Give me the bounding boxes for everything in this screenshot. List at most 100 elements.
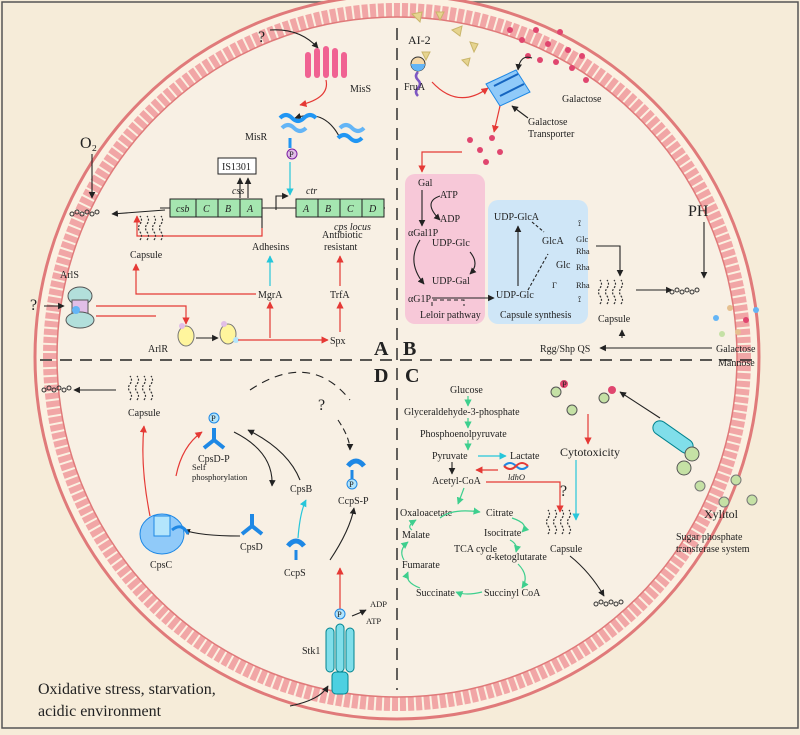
gene-csb: csb bbox=[176, 204, 189, 215]
adp-label: ADP bbox=[440, 214, 460, 225]
gene-ctr-a: A bbox=[302, 204, 310, 215]
cpsdp-label: CpsD-P bbox=[198, 454, 230, 465]
cpsc-transporter-icon bbox=[139, 513, 190, 555]
glc-label: Glc bbox=[576, 234, 589, 244]
arls-label: ArlS bbox=[60, 270, 79, 281]
frua-receptor-icon bbox=[410, 56, 426, 97]
quadrant-b: AI-2 FruA Galactose Galactose Transporte… bbox=[404, 11, 759, 369]
pts-label-2: transferase system bbox=[676, 544, 750, 555]
udpgal-label: UDP-Gal bbox=[432, 276, 470, 287]
rha2-label: Rha bbox=[576, 262, 590, 272]
lactate-label: Lactate bbox=[510, 451, 540, 462]
oxygen-label: O₂ bbox=[80, 135, 97, 152]
misR-protein-icon bbox=[278, 113, 366, 148]
galactose-label: Galactose bbox=[562, 94, 602, 105]
atp-label: ATP bbox=[440, 190, 458, 201]
phospho-label: P bbox=[562, 379, 567, 389]
quadrant-d: Capsule P CpsD-P Self phosphorylation Cp… bbox=[38, 371, 387, 720]
xylitol-particles bbox=[694, 474, 758, 508]
quadrant-label-b: B bbox=[403, 338, 416, 360]
transporter-label-1: Galactose bbox=[528, 117, 568, 128]
cpsb-label: CpsB bbox=[290, 484, 313, 495]
udpglca-label: UDP-GlcA bbox=[494, 212, 540, 223]
adp-d-label: ADP bbox=[370, 599, 387, 609]
capsule-synthesis-label: Capsule synthesis bbox=[500, 310, 571, 321]
rha3-label: Rha bbox=[576, 280, 590, 290]
gene-csb-c: C bbox=[203, 204, 210, 215]
galactose-inside bbox=[467, 135, 503, 165]
pyruvate-label: Pyruvate bbox=[432, 451, 468, 462]
misR-phosphate: P bbox=[289, 149, 294, 159]
adhesins-label: Adhesins bbox=[252, 242, 289, 253]
arlr-label: ArlR bbox=[148, 344, 168, 355]
udpglc-label: UDP-Glc bbox=[496, 290, 534, 301]
spx-label: Spx bbox=[330, 336, 346, 347]
stk1-phosphate: P bbox=[337, 609, 342, 619]
quadrant-label-a: A bbox=[374, 338, 389, 360]
stress-label-1: Oxidative stress, starvation, bbox=[38, 681, 216, 698]
ai2-molecules bbox=[410, 11, 479, 67]
rha1-label: Rha bbox=[576, 246, 590, 256]
cpsd-label: CpsD bbox=[240, 542, 263, 553]
cpsd-question-mark: ? bbox=[318, 397, 325, 414]
cpsd-protein-icon bbox=[240, 514, 264, 536]
cpsdp-phosphate: P bbox=[211, 413, 216, 423]
arlr-protein-icon bbox=[177, 323, 195, 347]
frua-label: FruA bbox=[404, 82, 426, 93]
ldh-gene-icon bbox=[503, 462, 529, 470]
cps-locus-label: cps locus bbox=[334, 222, 371, 233]
rgg-shp-label: Rgg/Shp QS bbox=[540, 344, 590, 355]
ccps-label: CcpS bbox=[284, 568, 306, 579]
is1301-label: IS1301 bbox=[222, 162, 251, 173]
atp-d-label: ATP bbox=[366, 616, 381, 626]
bracket-bottom: ⟟ bbox=[578, 294, 581, 304]
gal-label: Gal bbox=[418, 178, 433, 189]
gene-ctr-c: C bbox=[347, 204, 354, 215]
capsule-a-label: Capsule bbox=[130, 250, 163, 261]
mgra-label: MgrA bbox=[258, 290, 283, 301]
fumarate-label: Fumarate bbox=[402, 560, 440, 571]
glca-label: GlcA bbox=[542, 236, 564, 247]
pep-label: Phosphoenolpyruvate bbox=[420, 429, 507, 440]
gene-csb-b: B bbox=[225, 204, 231, 215]
acetyl-question-mark: ? bbox=[560, 483, 567, 500]
arlr-phospho-icon bbox=[219, 321, 239, 345]
self-phos-label-1: Self bbox=[192, 462, 206, 472]
cytotoxicity-label: Cytotoxicity bbox=[560, 445, 620, 459]
self-phos-label-2: phosphorylation bbox=[192, 472, 248, 482]
ccpsp-phosphate: P bbox=[349, 479, 354, 489]
g3p-label: Glyceraldehyde-3-phosphate bbox=[404, 407, 520, 418]
tca-cycle-label: TCA cycle bbox=[454, 544, 498, 555]
ctr-gene-cluster: A B C D bbox=[295, 198, 385, 218]
acetyl-coa-label: Acetyl-CoA bbox=[432, 476, 482, 487]
isocitrate-label: Isocitrate bbox=[484, 528, 522, 539]
galactose-transporter-icon bbox=[485, 69, 531, 107]
ccpsp-label: CcpS-P bbox=[338, 496, 369, 507]
capsule-d-label: Capsule bbox=[128, 408, 161, 419]
capsule-synthesis-box bbox=[488, 200, 588, 324]
capsule-b-label: Capsule bbox=[598, 314, 631, 325]
tca-cycle-arrows bbox=[400, 507, 530, 598]
ph-label: PH bbox=[688, 203, 709, 220]
glc2-label: Glc bbox=[556, 260, 571, 271]
css-label: css bbox=[232, 186, 244, 197]
resistant-label: resistant bbox=[324, 242, 358, 253]
trfa-label: TrfA bbox=[330, 290, 350, 301]
succinate-label: Succinate bbox=[416, 588, 455, 599]
leloir-label: Leloir pathway bbox=[420, 310, 481, 321]
quadrant-a: ? MisS P MisR IS1301 css ctr bbox=[30, 29, 385, 355]
gene-csb-a: A bbox=[246, 204, 254, 215]
arls-question-mark: ? bbox=[30, 297, 37, 314]
stress-label-2: acidic environment bbox=[38, 703, 162, 720]
ctr-label: ctr bbox=[306, 186, 317, 197]
ai2-label: AI-2 bbox=[408, 33, 431, 47]
mannose-label: Mannose bbox=[718, 358, 755, 369]
capsule-c-label: Capsule bbox=[550, 544, 583, 555]
arls-receptor-icon bbox=[65, 286, 95, 329]
stk1-kinase-icon bbox=[325, 608, 355, 695]
misR-label: MisR bbox=[245, 132, 268, 143]
xylitol-label: Xylitol bbox=[704, 507, 739, 521]
ccps-protein-icon bbox=[286, 538, 306, 560]
ag1p-label: αG1P bbox=[408, 294, 431, 305]
